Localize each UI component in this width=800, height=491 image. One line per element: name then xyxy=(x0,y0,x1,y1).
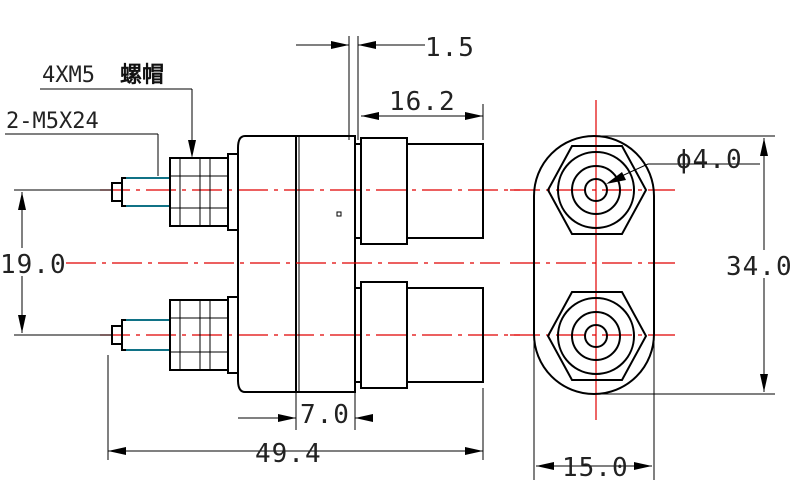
label-sleeve-length: 16.2 xyxy=(389,87,456,117)
hex-nut-front-bottom xyxy=(546,291,648,381)
dimension-flange-thickness: 1.5 xyxy=(296,33,475,140)
label-hole-diameter: ϕ4.0 xyxy=(676,145,743,175)
body-outline xyxy=(533,134,655,396)
label-width: 15.0 xyxy=(562,453,629,483)
front-view xyxy=(510,100,675,420)
dimension-height: 34.0 xyxy=(598,135,800,395)
dimension-sleeve-length: 16.2 xyxy=(361,87,484,140)
front-sleeve-bottom xyxy=(354,281,484,389)
front-sleeve-top xyxy=(354,137,484,245)
dimension-hole-diameter: ϕ4.0 xyxy=(606,145,760,184)
hex-nut-front-top xyxy=(546,145,648,235)
label-height: 34.0 xyxy=(726,252,793,282)
label-nut-qty: 4XM5 xyxy=(42,63,95,88)
side-view xyxy=(100,135,520,393)
note-screw: 2-M5X24 xyxy=(5,109,159,176)
dimension-pitch: 19.0 xyxy=(0,189,500,336)
label-nut-name: 螺帽 xyxy=(120,63,164,88)
label-screw: 2-M5X24 xyxy=(6,109,99,134)
terminal-body xyxy=(237,135,356,393)
dimension-front-section: 7.0 xyxy=(238,388,373,430)
label-flange-thickness: 1.5 xyxy=(425,33,475,63)
hex-nut-top xyxy=(169,153,239,231)
dimension-width: 15.0 xyxy=(533,334,655,483)
label-pitch: 19.0 xyxy=(0,250,67,280)
dimension-overall-length: 49.4 xyxy=(107,355,484,469)
screw-stud-top xyxy=(111,177,171,207)
label-front-section: 7.0 xyxy=(300,400,350,430)
label-overall-length: 49.4 xyxy=(255,439,322,469)
note-nut: 4XM5 螺帽 xyxy=(40,63,196,158)
